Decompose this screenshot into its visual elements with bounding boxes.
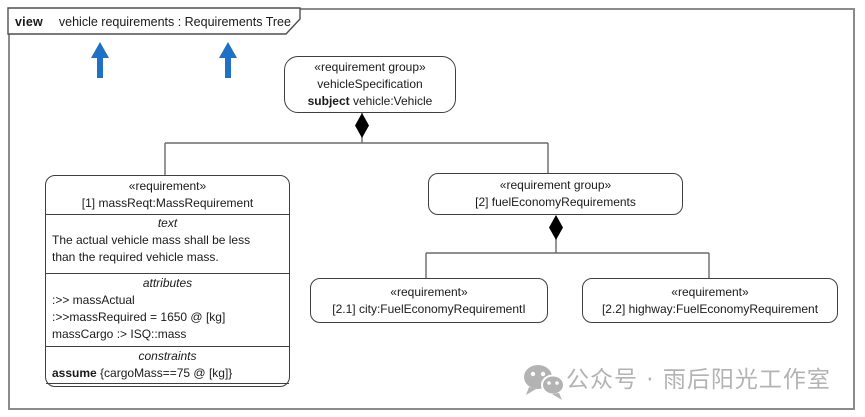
node-stereotype: «requirement»: [390, 285, 468, 299]
tree-connector-fuel-group: [425, 216, 710, 279]
node-stereotype: «requirement»: [128, 179, 207, 193]
attribute-line: :>> massActual: [52, 293, 135, 307]
city-requirement-node: «requirement» [2.1] city:FuelEconomyRequ…: [310, 278, 548, 323]
attribute-line: massCargo :> ISQ::mass: [52, 327, 187, 341]
frame-tab-shape: [7, 7, 301, 35]
node-name: [2.1] city:FuelEconomyRequirementI: [332, 302, 526, 316]
watermark-text: 公众号 · 雨后阳光工作室: [566, 367, 831, 393]
node-name: [2.2] highway:FuelEconomyRequirement: [601, 302, 819, 316]
up-arrow-icon: [91, 42, 109, 78]
mass-requirement-header: «requirement» [1] massReqt:MassRequireme…: [46, 176, 289, 214]
composition-diamond-icon: [549, 215, 563, 240]
node-stereotype: «requirement group»: [314, 60, 426, 74]
node-subject: subject vehicle:Vehicle: [307, 94, 433, 108]
mass-requirement-node: «requirement» [1] massReqt:MassRequireme…: [45, 175, 290, 387]
compartment-label: text: [157, 216, 178, 230]
node-stereotype: «requirement»: [671, 285, 749, 299]
text-compartment: text The actual vehicle mass shall be le…: [46, 214, 289, 273]
up-arrow-icon: [219, 42, 237, 78]
frame-tab: view vehicle requirements : Requirements…: [8, 9, 296, 34]
highway-requirement-node: «requirement» [2.2] highway:FuelEconomyR…: [582, 278, 838, 323]
requirement-text-line: than the required vehicle mass.: [52, 250, 219, 264]
requirement-group-root-node: «requirement group» vehicleSpecification…: [284, 56, 456, 113]
wechat-icon: [524, 365, 565, 400]
composition-diamond-icon: [355, 113, 369, 138]
fuel-economy-group-node: «requirement group» [2] fuelEconomyRequi…: [428, 173, 683, 215]
requirement-text-line: The actual vehicle mass shall be less: [52, 233, 251, 247]
node-name: [1] massReqt:MassRequirement: [81, 196, 254, 210]
node-footer: [46, 383, 289, 388]
node-stereotype: «requirement group»: [499, 178, 612, 192]
compartment-label: attributes: [142, 276, 193, 290]
constraint-line: assume {cargoMass==75 @ [kg]}: [52, 366, 233, 380]
attributes-compartment: attributes :>> massActual :>>massRequire…: [46, 273, 289, 346]
node-name: [2] fuelEconomyRequirements: [475, 195, 636, 209]
node-name: vehicleSpecification: [317, 77, 423, 91]
tree-connector-root: [164, 113, 549, 176]
tab-title: vehicle requirements : Requirements Tree: [58, 14, 291, 29]
tab-keyword: view: [15, 14, 43, 29]
constraints-compartment: constraints assume {cargoMass==75 @ [kg]…: [46, 346, 289, 383]
compartment-label: constraints: [138, 349, 197, 363]
attribute-line: :>>massRequired = 1650 @ [kg]: [52, 310, 226, 324]
